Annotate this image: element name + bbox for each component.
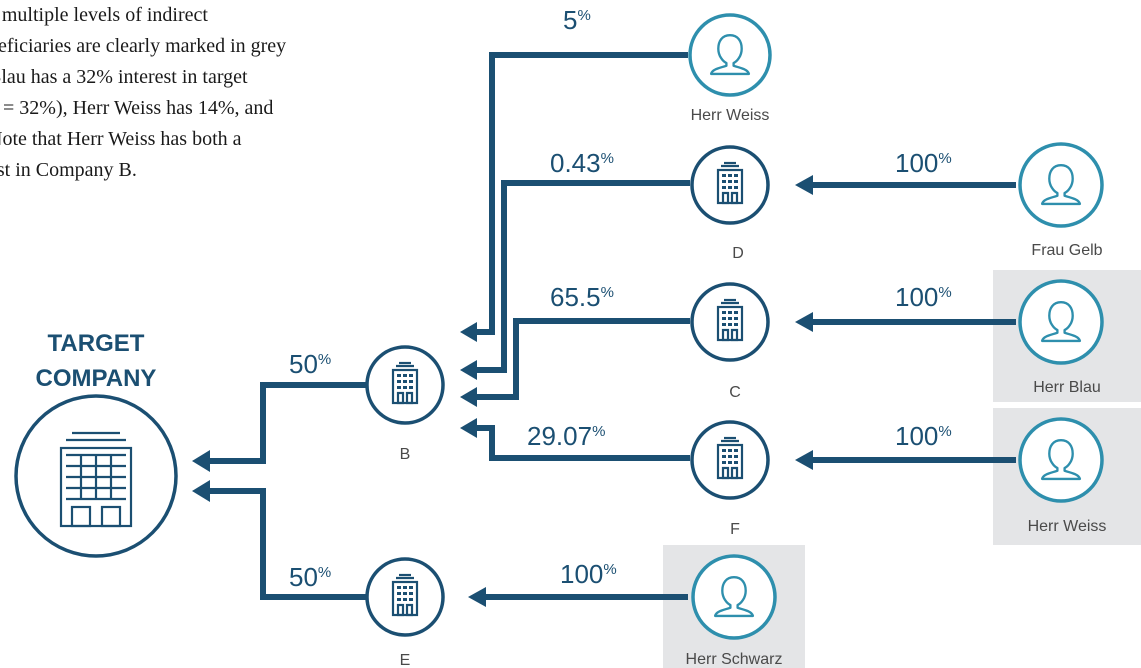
arrowhead (460, 387, 477, 407)
pct-c-to-b: 65.5% (550, 282, 614, 312)
company-c-ring (690, 282, 770, 362)
intro-paragraph: e multiple levels of indirect neficiarie… (0, 0, 438, 186)
intro-line: Blau has a 32% interest in target (0, 66, 248, 88)
person-herr-schwarz-label: Herr Schwarz (686, 651, 783, 668)
person-ring (688, 13, 772, 97)
company-d-node: D (690, 145, 770, 262)
person-herr-weiss-top-label: Herr Weiss (691, 107, 770, 124)
connector-c-to-b (475, 318, 690, 400)
target-company-node: TARGET COMPANY (14, 330, 178, 558)
target-company-title-line2: COMPANY (36, 365, 157, 392)
person-herr-weiss-right-label: Herr Weiss (1028, 518, 1107, 535)
pct-schwarz-to-e: 100% (560, 559, 617, 589)
intro-line: 6 = 32%), Herr Weiss has 14%, and (0, 97, 274, 119)
arrowhead (460, 418, 477, 438)
arrowhead (795, 175, 813, 195)
company-d-ring (690, 145, 770, 225)
pct-gelb-to-d: 100% (895, 148, 952, 178)
person-herr-blau-label: Herr Blau (1033, 379, 1101, 396)
connector-e-to-target (208, 488, 366, 600)
arrowheads (192, 175, 813, 607)
pct-b-to-target: 50% (289, 349, 331, 379)
company-b-label: B (400, 446, 411, 463)
company-f-label: F (730, 521, 740, 538)
pct-e-to-target: 50% (289, 562, 331, 592)
connector-f-to-b (475, 425, 690, 461)
pct-weiss-to-b: 5% (563, 5, 591, 35)
connector-b-to-target (208, 382, 366, 464)
person-herr-weiss-right-node: Herr Weiss (1018, 417, 1107, 535)
company-e-ring (365, 557, 445, 637)
person-ring (1018, 417, 1104, 503)
intro-line: neficiaries are clearly marked in grey (0, 35, 287, 57)
company-f-node: F (690, 420, 770, 538)
pct-weiss-to-f: 100% (895, 421, 952, 451)
pct-blau-to-c: 100% (895, 282, 952, 312)
company-b-ring (365, 345, 445, 425)
company-c-label: C (729, 384, 741, 401)
arrowhead (460, 322, 477, 342)
company-f-ring (690, 420, 770, 500)
person-frau-gelb-label: Frau Gelb (1031, 242, 1102, 259)
arrowhead (460, 360, 477, 380)
ownership-connectors (208, 52, 1016, 600)
company-d-label: D (732, 245, 744, 262)
person-herr-blau-node: Herr Blau (1018, 279, 1104, 396)
company-c-node: C (690, 282, 770, 401)
pct-f-to-b: 29.07% (527, 421, 605, 451)
arrowhead (192, 480, 210, 502)
arrowhead (795, 312, 813, 332)
arrowhead (795, 450, 813, 470)
company-e-node: E (365, 557, 445, 668)
person-ring (1018, 279, 1104, 365)
arrowhead (468, 587, 486, 607)
pct-d-to-b: 0.43% (550, 148, 614, 178)
person-frau-gelb-node: Frau Gelb (1018, 142, 1104, 259)
arrowhead (192, 450, 210, 472)
connector-weiss-to-b (475, 52, 688, 335)
target-company-title-line1: TARGET (48, 330, 145, 357)
intro-line: e multiple levels of indirect (0, 4, 208, 26)
person-ring (691, 554, 777, 640)
person-ring (1018, 142, 1104, 228)
intro-line: est in Company B. (0, 159, 137, 181)
building-icon (59, 431, 133, 528)
company-e-label: E (400, 652, 411, 668)
connector-d-to-b (475, 180, 690, 373)
person-herr-schwarz-node: Herr Schwarz (686, 554, 783, 668)
company-b-node: B (365, 345, 445, 463)
intro-line: Note that Herr Weiss has both a (0, 128, 242, 150)
person-herr-weiss-top-node: Herr Weiss (688, 13, 772, 124)
